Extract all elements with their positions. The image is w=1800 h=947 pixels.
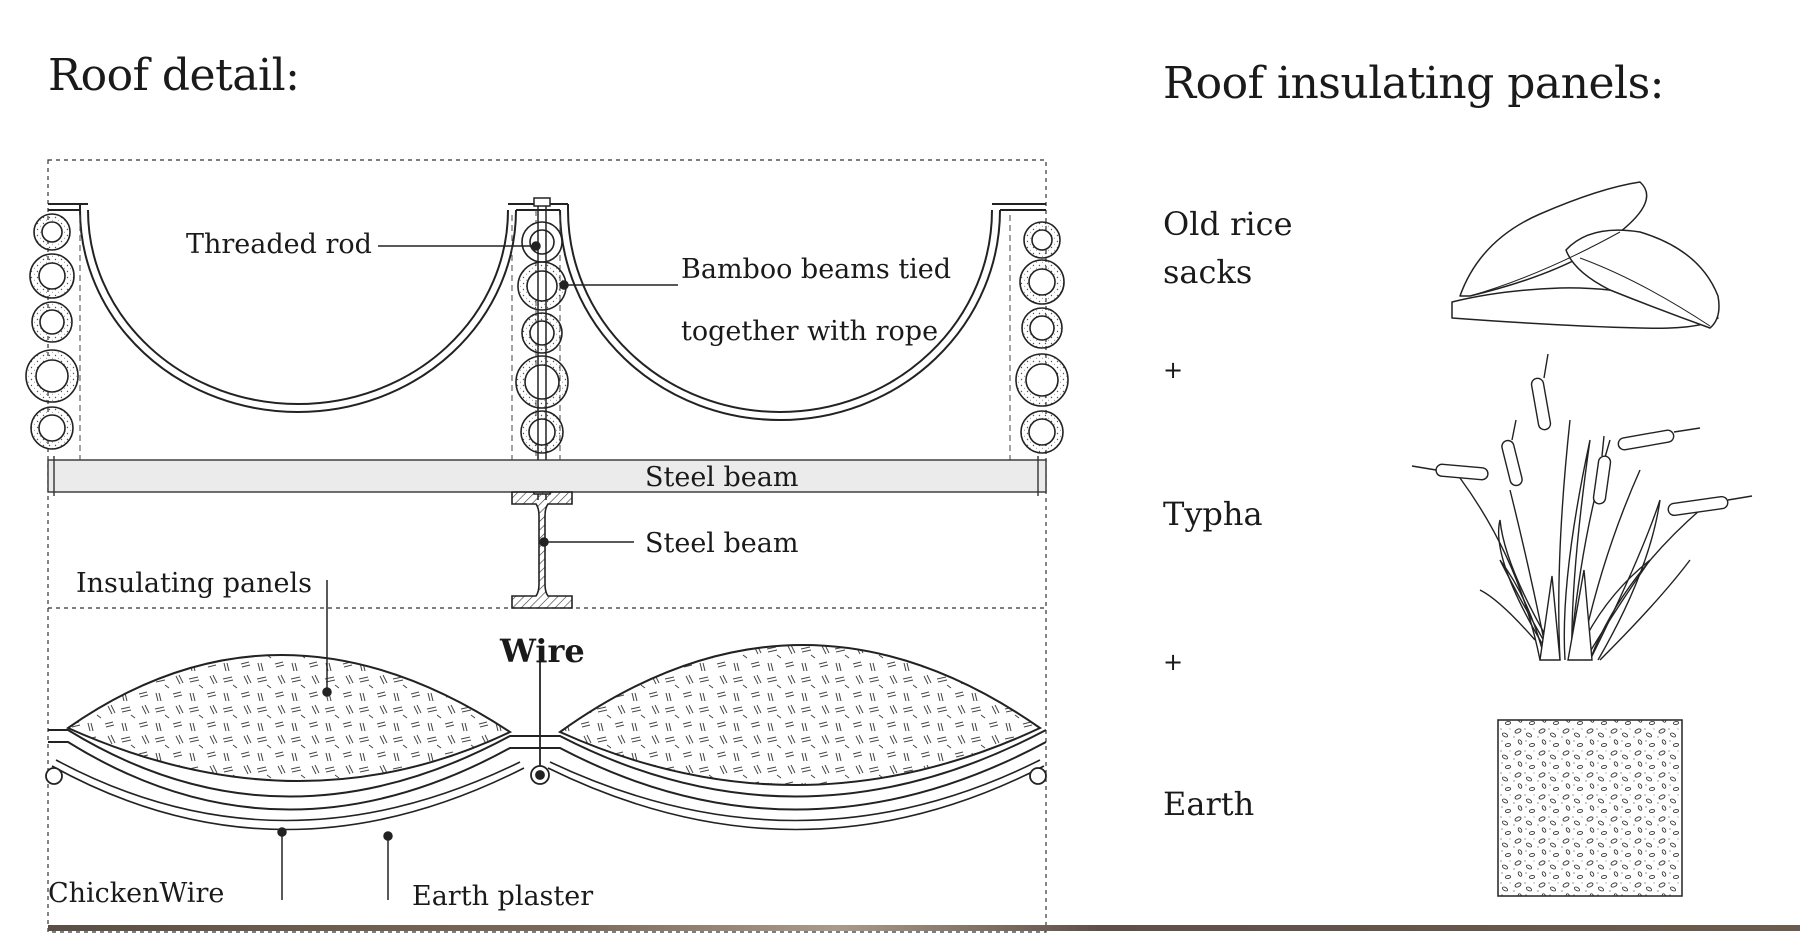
label-bamboo-line2: together with rope bbox=[681, 316, 938, 347]
bamboo-stack-left bbox=[25, 213, 79, 450]
steel-i-beam bbox=[511, 491, 573, 609]
material-earth: Earth bbox=[1163, 785, 1255, 823]
roof-detail-title: Roof detail: bbox=[48, 50, 300, 101]
material-typha: Typha bbox=[1163, 495, 1263, 533]
plaster-layers bbox=[48, 729, 1047, 831]
earth-texture-icon bbox=[1497, 719, 1683, 897]
leader-lines bbox=[277, 241, 678, 900]
bamboo-stack-right bbox=[1015, 221, 1069, 454]
label-bamboo-line1: Bamboo beams tied bbox=[681, 254, 951, 285]
label-threaded-rod: Threaded rod bbox=[186, 229, 372, 260]
label-steel-beam-side: Steel beam bbox=[645, 528, 798, 559]
plus-sign-2: + bbox=[1163, 648, 1184, 676]
insulating-panels bbox=[65, 644, 1042, 786]
material-rice-line1: Old rice bbox=[1163, 205, 1293, 243]
wire-fixings bbox=[45, 650, 1047, 785]
bamboo-stack-center bbox=[515, 221, 569, 454]
roof-insulating-panels-title: Roof insulating panels: bbox=[1163, 58, 1665, 109]
material-rice-line2: sacks bbox=[1163, 253, 1253, 291]
bottom-photo-strip bbox=[48, 925, 1800, 931]
label-steel-beam-top: Steel beam bbox=[645, 462, 798, 493]
plus-sign-1: + bbox=[1163, 356, 1184, 384]
steel-beam-horizontal bbox=[47, 459, 1047, 493]
label-wire: Wire bbox=[499, 632, 585, 670]
material-rice-sacks: Old rice sacks bbox=[1163, 200, 1343, 296]
label-chicken-wire: ChickenWire bbox=[48, 878, 224, 909]
label-earth-plaster: Earth plaster bbox=[412, 881, 593, 912]
typha-plant-icon bbox=[1411, 353, 1753, 661]
rice-sacks-icon bbox=[1451, 181, 1720, 330]
label-insulating-panels: Insulating panels bbox=[76, 568, 312, 599]
